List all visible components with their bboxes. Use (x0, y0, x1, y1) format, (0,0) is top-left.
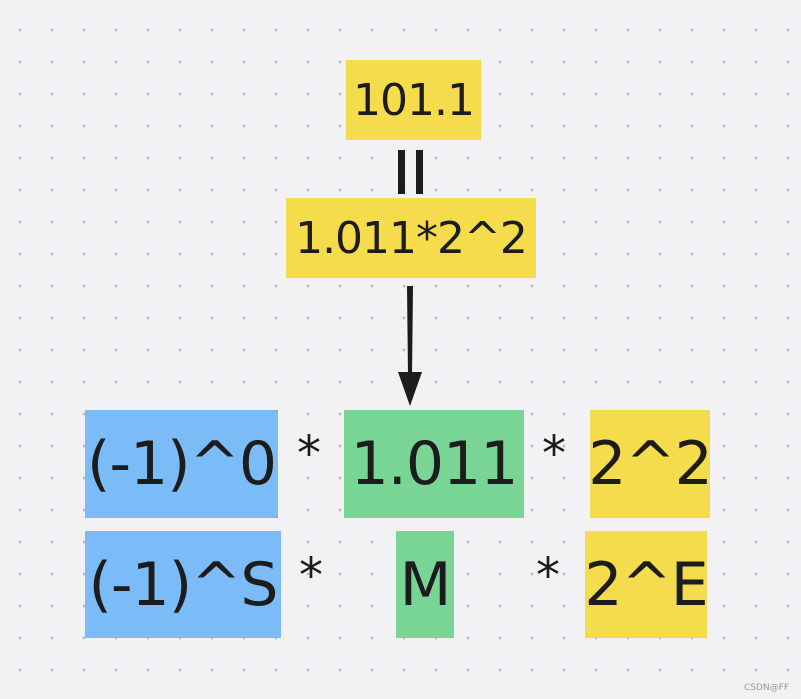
mantissa-symbol: M (399, 549, 452, 620)
watermark: CSDN@FF (743, 683, 789, 693)
exponent-symbol-box: 2^E (584, 531, 709, 638)
mantissa-value-box: 1.011 (344, 410, 524, 518)
multiply-operator-2: * (542, 426, 566, 482)
equals-sign-text: || (396, 150, 397, 151)
multiply-operator-3: * (299, 548, 323, 604)
exponent-value-box: 2^2 (588, 410, 713, 518)
exponent-symbol: 2^E (584, 549, 708, 620)
down-arrow-icon (398, 286, 422, 406)
equals-sign: || (396, 150, 430, 194)
arrow-head (398, 372, 422, 406)
sign-value-box: (-1)^0 (85, 410, 278, 518)
sign-value: (-1)^0 (86, 429, 277, 499)
binary-value-box: 101.1 (346, 60, 481, 140)
equals-bar-right (416, 150, 423, 194)
arrow-shaft (407, 286, 413, 376)
multiply-operator-4: * (536, 548, 560, 604)
sign-symbol: (-1)^S (88, 549, 279, 620)
equals-bar-left (398, 150, 405, 194)
mantissa-value: 1.011 (350, 429, 519, 499)
binary-value: 101.1 (353, 74, 475, 126)
exponent-value: 2^2 (588, 429, 713, 499)
normalized-form-box: 1.011*2^2 (286, 198, 536, 278)
normalized-form: 1.011*2^2 (295, 212, 528, 264)
mantissa-symbol-box: M (396, 531, 454, 638)
sign-symbol-box: (-1)^S (85, 531, 281, 638)
multiply-operator-1: * (297, 426, 321, 482)
